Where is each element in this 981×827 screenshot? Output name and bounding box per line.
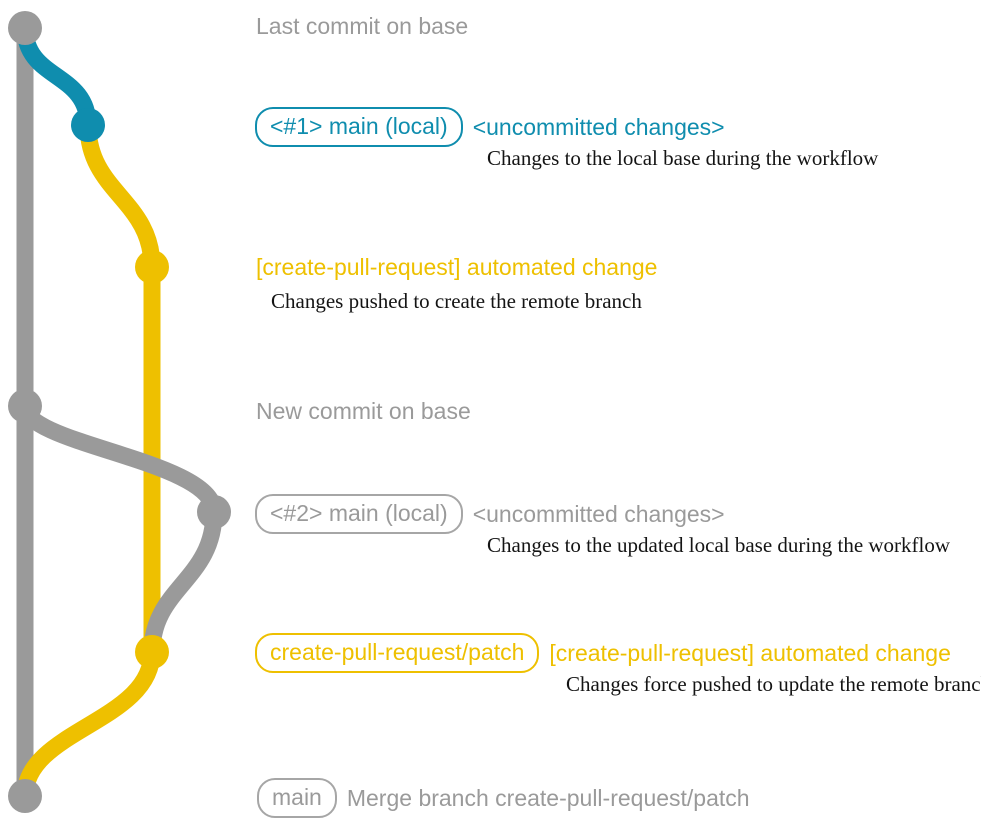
branch-pill-local-2[interactable]: <#2> main (local) xyxy=(255,494,463,534)
annotation-subtext-local-2: Changes to the updated local base during… xyxy=(487,533,951,557)
annotation-subtext-patch-1: Changes pushed to create the remote bran… xyxy=(271,289,642,313)
annotation-headline: [create-pull-request] automated change xyxy=(549,640,951,666)
node-local-2 xyxy=(197,495,231,529)
edge-local2-to-patch2 xyxy=(143,503,223,661)
annotation-headline: New commit on base xyxy=(256,398,471,424)
annotation-headline: [create-pull-request] automated change xyxy=(256,254,658,280)
annotation-local-1: <#1> main (local) <uncommitted changes> xyxy=(255,107,725,147)
annotation-headline: <uncommitted changes> xyxy=(472,114,725,140)
annotation-headline: Last commit on base xyxy=(256,13,469,39)
node-base-new xyxy=(8,389,42,423)
annotation-subtext-patch-2: Changes force pushed to update the remot… xyxy=(566,672,981,696)
node-base-last xyxy=(8,11,42,45)
node-local-1 xyxy=(71,108,105,142)
node-base-merge xyxy=(8,779,42,813)
annotation-subtext-local-1: Changes to the local base during the wor… xyxy=(487,146,879,170)
branch-pill-main[interactable]: main xyxy=(257,778,337,818)
node-patch-2 xyxy=(135,635,169,669)
annotation-new-commit-on-base: New commit on base xyxy=(256,397,471,425)
annotation-headline: Merge branch create-pull-request/patch xyxy=(346,785,750,811)
node-patch-1 xyxy=(135,250,169,284)
annotation-merge: main Merge branch create-pull-request/pa… xyxy=(257,778,750,818)
annotation-patch-1: [create-pull-request] automated change xyxy=(256,253,657,281)
annotation-local-2: <#2> main (local) <uncommitted changes> xyxy=(255,494,725,534)
edge-local1-to-patch1 xyxy=(79,116,161,276)
branch-pill-create-pull-request-patch[interactable]: create-pull-request/patch xyxy=(255,633,540,673)
graph-nodes xyxy=(8,11,231,813)
annotation-headline: <uncommitted changes> xyxy=(472,501,725,527)
annotation-last-commit-on-base: Last commit on base xyxy=(256,12,468,40)
branch-pill-local-1[interactable]: <#1> main (local) xyxy=(255,107,463,147)
annotation-patch-2: create-pull-request/patch [create-pull-r… xyxy=(255,633,951,673)
edge-patch2-to-merge xyxy=(16,643,161,805)
